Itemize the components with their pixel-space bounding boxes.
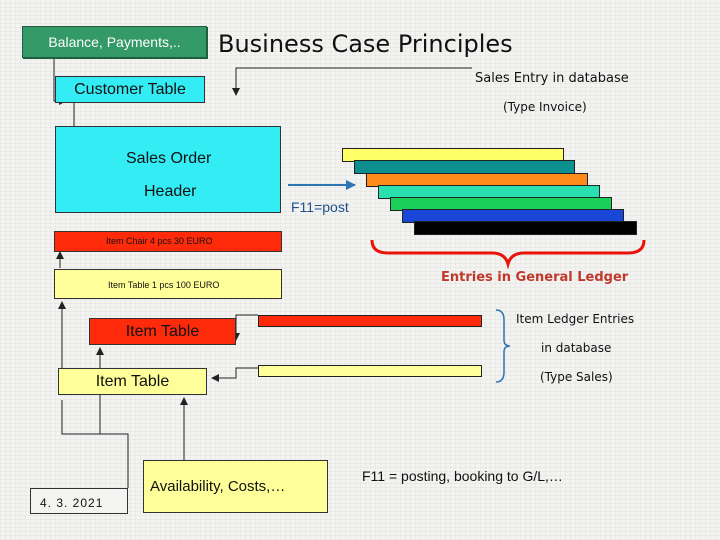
availability-costs-label: Availability, Costs,… (150, 478, 286, 495)
availability-costs-box (143, 460, 328, 513)
type-sales-label: (Type Sales) (540, 370, 613, 384)
customer-table-box: Customer Table (55, 76, 205, 103)
entries-gl-label: Entries in General Ledger (441, 270, 629, 285)
balance-payments-box: Balance, Payments,.. (22, 26, 207, 58)
right-bracket-icon (495, 309, 511, 383)
item-table-line-box (54, 269, 282, 299)
arrow-sales-entry (232, 67, 472, 96)
item-ledger-label: Item Ledger Entries (516, 312, 635, 326)
arrow-date (61, 400, 129, 488)
item-ledger-bar-yellow (258, 365, 482, 377)
arrow-item-ledger-red (232, 314, 258, 341)
gl-entry-bar-2 (354, 160, 575, 174)
sales-entry-label: Sales Entry in database (475, 71, 629, 86)
arrow-item-ledger-yellow (211, 367, 258, 382)
header-label: Header (144, 183, 197, 200)
sales-order-label: Sales Order (126, 150, 212, 167)
sales-order-header-box (55, 126, 281, 213)
f11-post-label: F11=post (291, 199, 349, 215)
item-table-red-box: Item Table (89, 318, 236, 345)
item-ledger-bar-red (258, 315, 482, 327)
item-chair-box (54, 231, 282, 252)
curly-brace-icon (370, 239, 646, 270)
in-database-label: in database (541, 341, 612, 355)
item-table-line-label: Item Table 1 pcs 100 EURO (108, 280, 220, 290)
date-box (30, 488, 128, 514)
page-title: Business Case Principles (218, 30, 513, 58)
item-chair-label: Item Chair 4 pcs 30 EURO (106, 236, 213, 246)
gl-entry-bar-7 (414, 221, 637, 235)
date-label: 4. 3. 2021 (40, 496, 104, 510)
type-invoice-label: (Type Invoice) (503, 100, 587, 114)
item-table-yellow-box: Item Table (58, 368, 207, 395)
f11-posting-label: F11 = posting, booking to G/L,… (362, 468, 563, 484)
